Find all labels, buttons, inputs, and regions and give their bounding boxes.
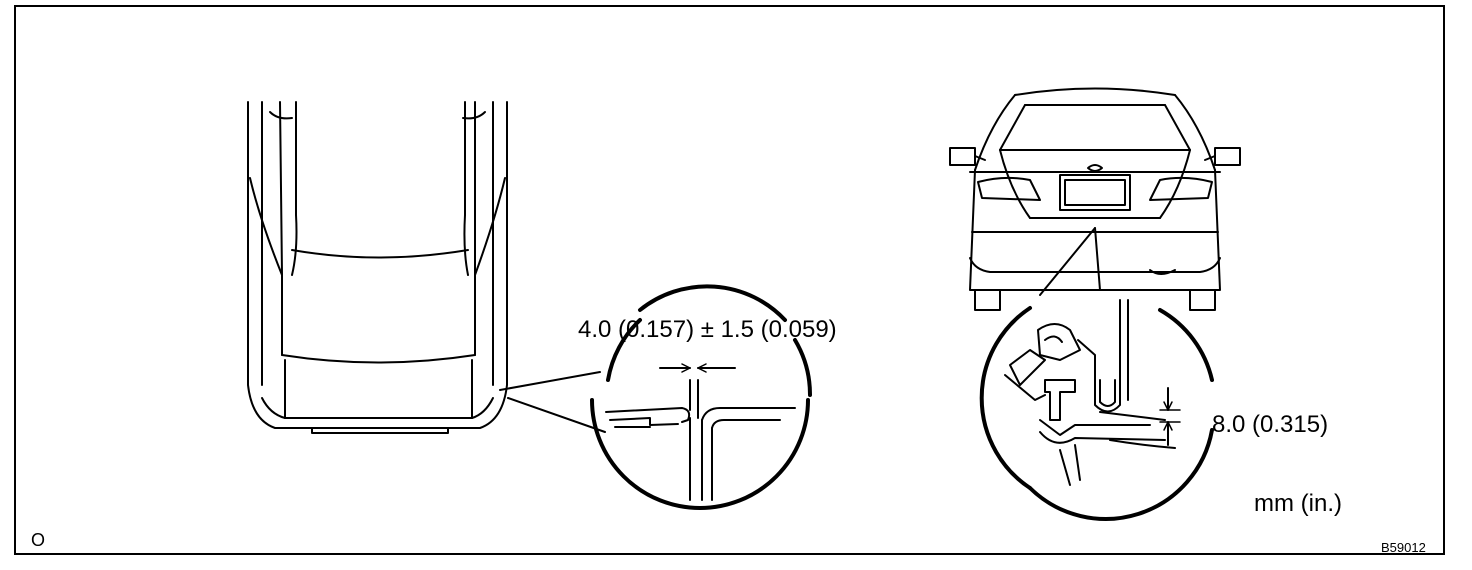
leader-rear [1039, 227, 1101, 296]
vehicle-rear-view [949, 87, 1241, 311]
figure-code: B59012 [1381, 540, 1426, 555]
clearance-dimension-label: 8.0 (0.315) [1212, 411, 1329, 438]
leader-top [499, 371, 606, 433]
units-label: mm (in.) [1254, 490, 1342, 517]
vehicle-top-view [247, 101, 508, 434]
corner-mark: O [31, 530, 46, 550]
detail-circle-clearance [979, 299, 1214, 521]
figure-frame [14, 5, 1445, 555]
detail-circle-gap [590, 284, 813, 510]
gap-dimension-label: 4.0 (0.157) ± 1.5 (0.059) [578, 316, 837, 343]
